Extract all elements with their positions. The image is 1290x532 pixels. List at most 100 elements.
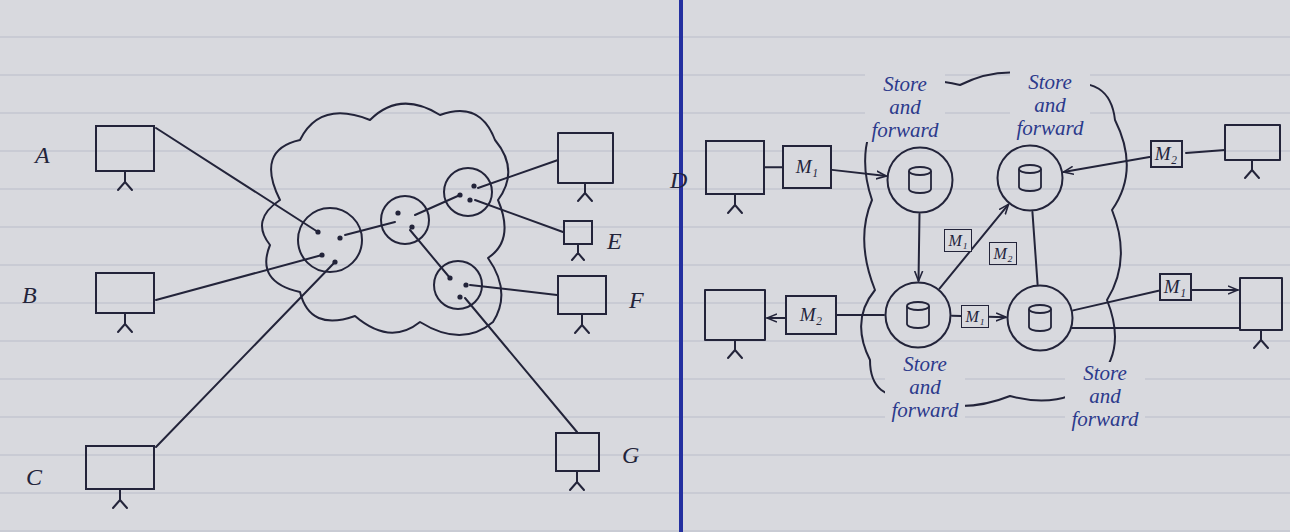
message-label: M₁ xyxy=(796,156,818,178)
terminal-stand xyxy=(575,315,589,333)
store-node-outline xyxy=(884,281,952,349)
terminal-box: B xyxy=(95,272,155,314)
terminal-box: F xyxy=(557,275,607,315)
terminal-box: C xyxy=(85,445,155,490)
terminal-stand xyxy=(578,183,592,201)
circuit-line xyxy=(470,285,557,295)
message-box: M₂ xyxy=(785,295,837,335)
port-dot xyxy=(395,210,400,215)
circuit-line xyxy=(465,298,577,432)
message-label: M₂ xyxy=(800,304,822,326)
storage-cylinder-top xyxy=(1019,165,1041,173)
message-box: M₂ xyxy=(1150,140,1183,168)
port-dot xyxy=(467,197,472,202)
terminal-box xyxy=(558,133,613,183)
message-link xyxy=(832,170,886,176)
terminal-box xyxy=(1240,278,1282,330)
circuit-line xyxy=(475,200,563,232)
storage-cylinder-top xyxy=(907,302,929,310)
message-label: M₂ xyxy=(1155,143,1177,165)
port-dot xyxy=(319,252,324,257)
storage-cylinder-top xyxy=(1029,305,1051,313)
circuit-line xyxy=(478,160,558,188)
message-link xyxy=(1032,212,1037,284)
message-label: M₂ xyxy=(989,242,1018,265)
switch-node xyxy=(381,196,429,244)
message-link xyxy=(1073,291,1158,311)
node-circle xyxy=(888,148,953,213)
node-circle xyxy=(886,283,951,348)
terminal-box: E xyxy=(563,220,593,245)
circuit-line xyxy=(156,262,335,447)
terminal-label: F xyxy=(629,287,644,313)
terminal-stand xyxy=(728,340,742,358)
terminal-box xyxy=(1225,125,1280,160)
message-box: M₁ xyxy=(782,145,832,189)
circuit-line xyxy=(156,128,318,232)
circuit-line xyxy=(345,222,395,235)
node-circle xyxy=(1008,286,1073,351)
terminal-stand xyxy=(572,245,584,260)
terminal-stand xyxy=(118,314,132,332)
port-dot xyxy=(471,183,476,188)
terminal-label: E xyxy=(607,228,622,254)
port-dot xyxy=(447,275,452,280)
node-caption: Store and forward xyxy=(885,353,965,422)
terminal-stand xyxy=(1254,330,1268,348)
node-caption: Store and forward xyxy=(1010,71,1090,140)
circuit-line xyxy=(415,195,460,215)
terminal-stand xyxy=(118,172,132,190)
terminal-stand xyxy=(113,490,127,508)
store-node-outline xyxy=(886,146,954,214)
node-caption: Store and forward xyxy=(865,73,945,142)
delivery-arrow xyxy=(767,317,785,319)
delivery-arrow xyxy=(1192,289,1238,291)
message-label: M₁ xyxy=(961,305,990,328)
store-forward-node: Store and forward xyxy=(886,146,954,214)
port-dot xyxy=(409,224,414,229)
terminal-stand xyxy=(570,472,584,490)
node-caption: Store and forward xyxy=(1065,362,1145,431)
terminal-box: G xyxy=(555,432,600,472)
store-forward-node: Store and forward xyxy=(996,144,1064,212)
terminal-wire xyxy=(1072,327,1240,329)
terminal-label: A xyxy=(35,142,50,168)
storage-cylinder-top xyxy=(909,167,931,175)
terminal-stand xyxy=(1245,160,1259,178)
port-dot xyxy=(463,282,468,287)
terminal-label: G xyxy=(622,442,639,468)
terminal-label: C xyxy=(26,464,42,490)
message-link xyxy=(765,166,782,168)
terminal-label: B xyxy=(22,282,37,308)
terminal-box: D xyxy=(705,140,765,195)
terminal-box: A xyxy=(95,125,155,172)
terminal-stand xyxy=(728,195,742,213)
port-dot xyxy=(315,229,320,234)
terminal-label: D xyxy=(670,167,687,193)
store-node-outline xyxy=(1006,284,1074,352)
message-label: M₁ xyxy=(944,229,973,252)
terminal-wire xyxy=(1186,150,1225,153)
node-circle xyxy=(998,146,1063,211)
circuit-line xyxy=(410,230,450,278)
store-forward-node: Store and forward xyxy=(1006,284,1074,352)
port-dot xyxy=(337,235,342,240)
switch-node xyxy=(444,168,492,216)
message-label: M₁ xyxy=(1164,276,1186,298)
switch-node xyxy=(298,208,362,272)
message-link xyxy=(918,214,921,281)
message-link xyxy=(837,314,884,316)
terminal-box xyxy=(705,290,765,340)
message-link xyxy=(1063,157,1149,172)
port-dot xyxy=(457,294,462,299)
store-node-outline xyxy=(996,144,1064,212)
margin-divider xyxy=(679,0,683,532)
message-box: M₁ xyxy=(1159,273,1192,301)
port-dot xyxy=(332,259,337,264)
circuit-line xyxy=(156,255,322,300)
port-dot xyxy=(457,192,462,197)
store-forward-node: Store and forward xyxy=(884,281,952,349)
